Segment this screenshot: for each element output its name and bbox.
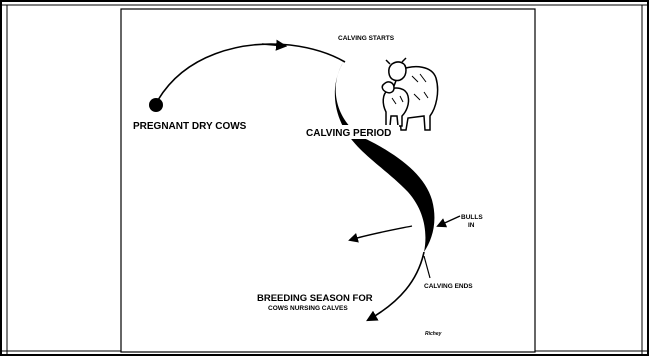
start-dot — [149, 98, 163, 112]
pregnant-dry-cows-label: PREGNANT DRY COWS — [133, 121, 247, 132]
calving-ends-label: CALVING ENDS — [424, 283, 473, 290]
calving-period-label: CALVING PERIOD — [306, 128, 391, 139]
calving-starts-label: CALVING STARTS — [338, 35, 395, 42]
artist-signature: Richey — [425, 331, 442, 337]
cows-nursing-calves-label: COWS NURSING CALVES — [268, 305, 348, 312]
bulls-label: BULLS — [461, 214, 483, 221]
bulls-in-label: IN — [468, 222, 475, 229]
breeding-season-label: BREEDING SEASON FOR — [257, 293, 373, 304]
